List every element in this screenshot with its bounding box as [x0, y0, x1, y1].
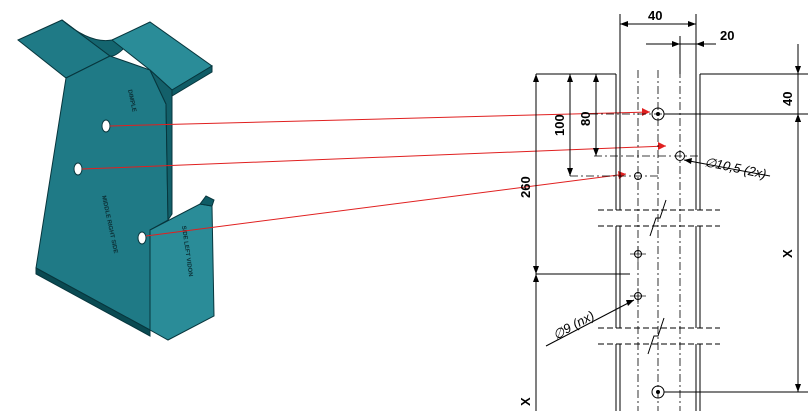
bracket-3d-model: MIDDLE RIGHT SIDE SIDE LEFT VIDON DIMPLE — [17, 19, 215, 341]
break-marks — [598, 199, 720, 355]
plate-thickness — [35, 267, 151, 337]
main-plate — [35, 55, 169, 331]
callout-leaders — [545, 158, 771, 347]
profile-holes — [630, 107, 685, 399]
dim-label-260: 260 — [518, 176, 533, 198]
dim-offset-20 — [646, 36, 716, 74]
leader-middle — [81, 145, 667, 170]
callout-text-large: 10,5 (2x) — [714, 156, 767, 181]
dim-label-20: 20 — [720, 28, 734, 43]
profile-outline — [615, 74, 701, 411]
callout-large-hole: ∅ 10,5 (2x) — [703, 154, 767, 181]
dim-x-left — [533, 274, 539, 411]
leader-lower — [145, 173, 627, 237]
dim-label-40-top: 40 — [648, 8, 662, 23]
hole-middle — [73, 162, 83, 176]
hook-flap-edge — [199, 195, 215, 207]
leader-upper-arrow — [642, 108, 650, 116]
callout-small-hole: ∅ 9 (nx) — [550, 308, 596, 343]
hole-large-mid — [675, 151, 685, 161]
dim-100 — [567, 73, 616, 176]
leader-middle-arrow — [658, 142, 666, 150]
part-marking-top: DIMPLE — [126, 89, 137, 112]
diameter-symbol-large: ∅ — [703, 154, 718, 171]
dim-80 — [593, 74, 599, 156]
dim-260 — [533, 73, 630, 275]
dim-label-x-left: X — [518, 397, 533, 406]
hole-small-1 — [634, 172, 642, 180]
dim-label-100: 100 — [552, 114, 567, 136]
dim-width-40 — [619, 14, 697, 74]
dim-x-right — [664, 114, 808, 393]
leader-upper — [109, 111, 651, 127]
dim-label-80: 80 — [578, 112, 593, 126]
leader-lower-arrow — [618, 171, 626, 179]
hole-lower — [137, 231, 147, 245]
dim-label-x-right: X — [780, 249, 795, 258]
side-strip — [149, 69, 173, 222]
dim-top-40 — [664, 44, 808, 130]
callout-text-small: 9 (nx) — [560, 308, 596, 337]
technical-drawing — [533, 14, 808, 411]
hole-upper — [101, 119, 111, 133]
dim-label-40-right: 40 — [780, 92, 795, 106]
